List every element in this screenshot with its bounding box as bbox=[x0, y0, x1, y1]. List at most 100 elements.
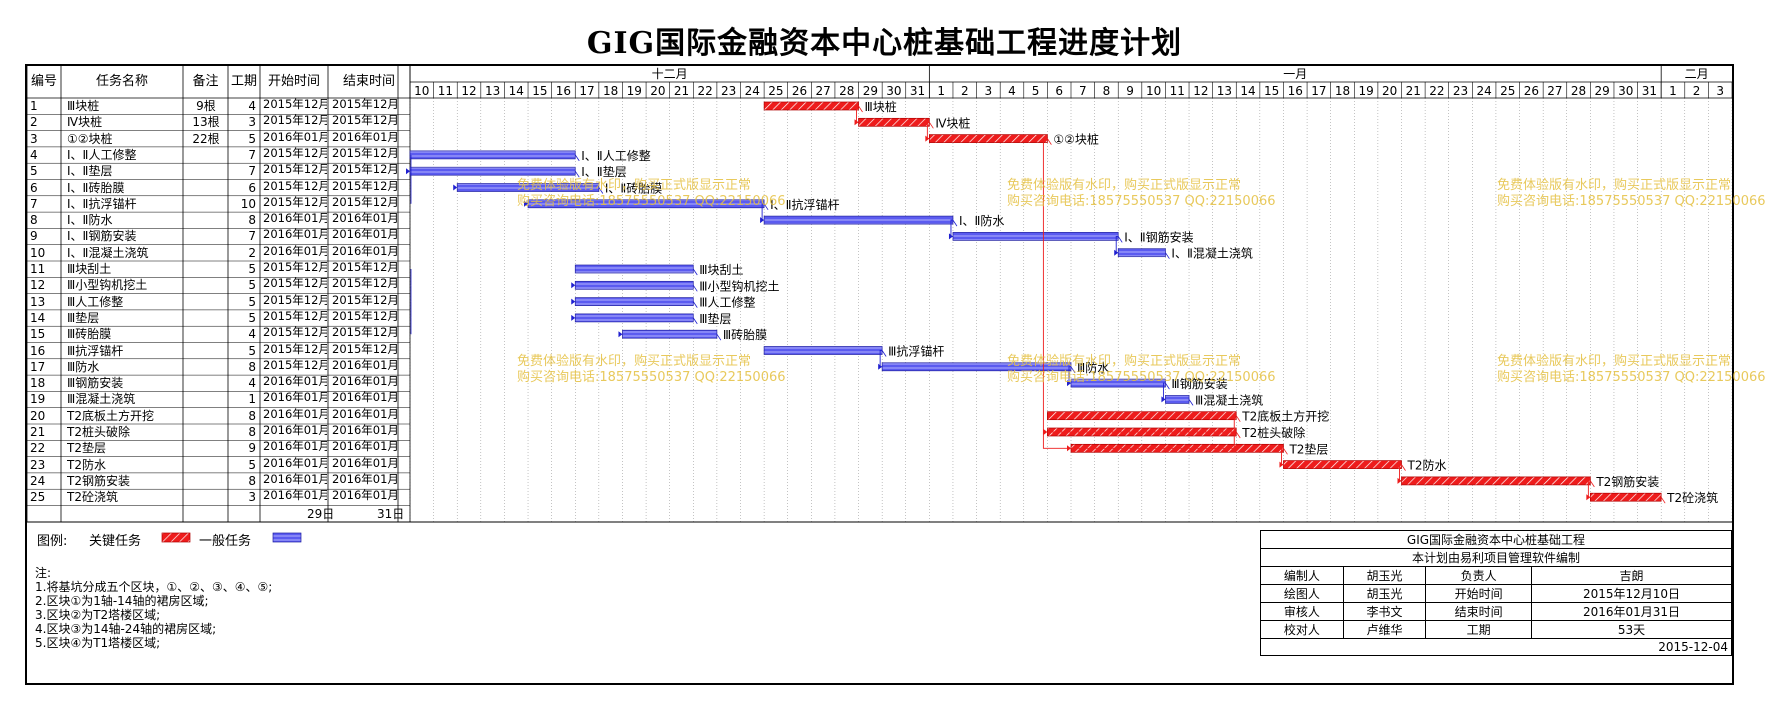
legend-label: 图例: bbox=[37, 534, 68, 549]
bar-label: Ⅰ、Ⅱ人工修整 bbox=[581, 148, 650, 163]
info-key: 校对人 bbox=[1260, 620, 1344, 639]
note-line: 3.区块②为T2塔楼区域; bbox=[35, 608, 161, 622]
critical-task-bar bbox=[858, 117, 930, 127]
info-value: 53天 bbox=[1530, 620, 1733, 639]
bar-label: Ⅲ垫层 bbox=[699, 311, 731, 326]
bar-label: T2桩头破除 bbox=[1241, 425, 1305, 440]
task-duration: 7 bbox=[248, 164, 256, 179]
info-key: 负责人 bbox=[1425, 566, 1532, 585]
info-project: GIG国际金融资本中心桩基础工程 bbox=[1260, 530, 1732, 549]
task-end: 2016年01月 bbox=[332, 211, 398, 226]
task-end: 2015年12月 bbox=[332, 113, 398, 128]
info-key: 绘图人 bbox=[1260, 584, 1344, 603]
task-end: 2016年01月 bbox=[332, 439, 398, 454]
day-label: 10 bbox=[1146, 84, 1161, 98]
task-id: 19 bbox=[30, 392, 46, 407]
task-name: Ⅰ、Ⅱ防水 bbox=[67, 213, 113, 228]
day-label: 21 bbox=[674, 84, 689, 98]
task-start: 2015年12月 bbox=[263, 178, 327, 193]
task-id: 4 bbox=[30, 147, 38, 162]
task-start: 2015年12月 bbox=[263, 194, 327, 209]
bar-label: Ⅲ混凝土浇筑 bbox=[1195, 392, 1263, 407]
day-label: 25 bbox=[1500, 84, 1515, 98]
day-label: 23 bbox=[1453, 84, 1468, 98]
day-label: 15 bbox=[532, 84, 547, 98]
day-label: 6 bbox=[1055, 84, 1063, 98]
task-name: T2钢筋安装 bbox=[67, 473, 130, 488]
task-id: 23 bbox=[30, 457, 46, 472]
watermark-line: 购买咨询电话:18575550537 QQ:22150066 bbox=[1007, 194, 1276, 209]
task-end: 2016年01月 bbox=[332, 471, 398, 486]
day-label: 22 bbox=[697, 84, 712, 98]
task-id: 17 bbox=[30, 359, 46, 374]
note-line: 4.区块③为14轴-24轴的裙房区域; bbox=[35, 622, 217, 636]
task-end: 2016年01月 bbox=[332, 406, 398, 421]
watermark-line: 购买咨询电话:18575550537 QQ:22150066 bbox=[1007, 370, 1276, 385]
task-name: Ⅳ块桩 bbox=[67, 115, 103, 130]
task-id: 21 bbox=[30, 425, 46, 439]
task-end: 2015年12月 bbox=[332, 97, 398, 111]
day-label: 27 bbox=[815, 84, 830, 98]
day-label: 20 bbox=[650, 84, 665, 98]
task-start: 2016年01月 bbox=[263, 406, 327, 421]
last-start-day: 29日 bbox=[307, 506, 335, 521]
task-id: 6 bbox=[30, 180, 38, 195]
bar-label: T2钢筋安装 bbox=[1595, 474, 1659, 489]
task-end: 2016年01月 bbox=[332, 243, 398, 258]
task-id: 11 bbox=[30, 262, 46, 276]
watermark: 免费体验版有水印，购买正式版显示正常购买咨询电话:18575550537 QQ:… bbox=[517, 354, 786, 386]
info-date: 2015-12-04 bbox=[1260, 638, 1732, 656]
month-label: 二月 bbox=[1685, 67, 1709, 81]
bar-label: T2垫层 bbox=[1288, 441, 1328, 456]
task-end: 2016年01月 bbox=[332, 374, 398, 389]
column-header-id: 编号 bbox=[30, 74, 57, 89]
bar-label: Ⅲ防水 bbox=[1077, 360, 1109, 375]
task-end: 2015年12月 bbox=[332, 145, 398, 160]
task-id: 8 bbox=[30, 213, 38, 228]
task-duration: 8 bbox=[248, 408, 256, 423]
task-id: 16 bbox=[30, 343, 46, 358]
task-id: 22 bbox=[30, 441, 46, 456]
task-bar bbox=[574, 313, 694, 323]
task-start: 2015年12月 bbox=[263, 341, 327, 356]
info-key: 审核人 bbox=[1260, 602, 1344, 621]
day-label: 30 bbox=[886, 84, 901, 98]
task-name: T2桩头破除 bbox=[67, 425, 130, 439]
task-start: 2015年12月 bbox=[263, 357, 327, 372]
task-start: 2016年01月 bbox=[263, 129, 327, 144]
task-duration: 1 bbox=[248, 392, 256, 407]
task-name: Ⅲ人工修整 bbox=[67, 294, 124, 309]
task-bar bbox=[1165, 395, 1190, 404]
bar-label: Ⅰ、Ⅱ垫层 bbox=[581, 164, 626, 179]
task-duration: 4 bbox=[248, 327, 256, 342]
day-label: 4 bbox=[1008, 84, 1016, 98]
day-label: 26 bbox=[792, 84, 807, 98]
task-start: 2015年12月 bbox=[263, 292, 327, 307]
info-software: 本计划由易利项目管理软件编制 bbox=[1260, 548, 1732, 567]
task-bar bbox=[622, 329, 718, 339]
task-end: 2015年12月 bbox=[332, 178, 398, 193]
watermark: 免费体验版有水印，购买正式版显示正常购买咨询电话:18575550537 QQ:… bbox=[517, 178, 786, 210]
bar-label: T2砼浇筑 bbox=[1666, 490, 1718, 505]
task-id: 10 bbox=[30, 245, 46, 260]
watermark: 免费体验版有水印，购买正式版显示正常购买咨询电话:18575550537 QQ:… bbox=[1007, 178, 1276, 210]
task-start: 2016年01月 bbox=[263, 423, 327, 437]
watermark-line: 购买咨询电话:18575550537 QQ:22150066 bbox=[1497, 370, 1766, 385]
day-label: 14 bbox=[509, 84, 524, 98]
bar-label: Ⅲ块刮土 bbox=[699, 263, 743, 277]
info-value: 2016年01月31日 bbox=[1530, 602, 1733, 621]
task-id: 7 bbox=[30, 196, 38, 211]
info-key: 结束时间 bbox=[1425, 602, 1532, 621]
task-duration: 3 bbox=[248, 490, 256, 505]
task-bar bbox=[952, 232, 1119, 241]
task-end: 2015年12月 bbox=[332, 341, 398, 356]
day-label: 8 bbox=[1103, 84, 1111, 98]
task-duration: 8 bbox=[248, 359, 256, 374]
task-end: 2015年12月 bbox=[332, 276, 398, 291]
task-id: 9 bbox=[30, 229, 38, 244]
task-bar bbox=[1117, 248, 1166, 258]
day-label: 26 bbox=[1524, 84, 1539, 98]
last-end-day: 31日 bbox=[377, 506, 405, 521]
task-duration: 6 bbox=[248, 180, 256, 195]
task-start: 2016年01月 bbox=[263, 211, 327, 226]
